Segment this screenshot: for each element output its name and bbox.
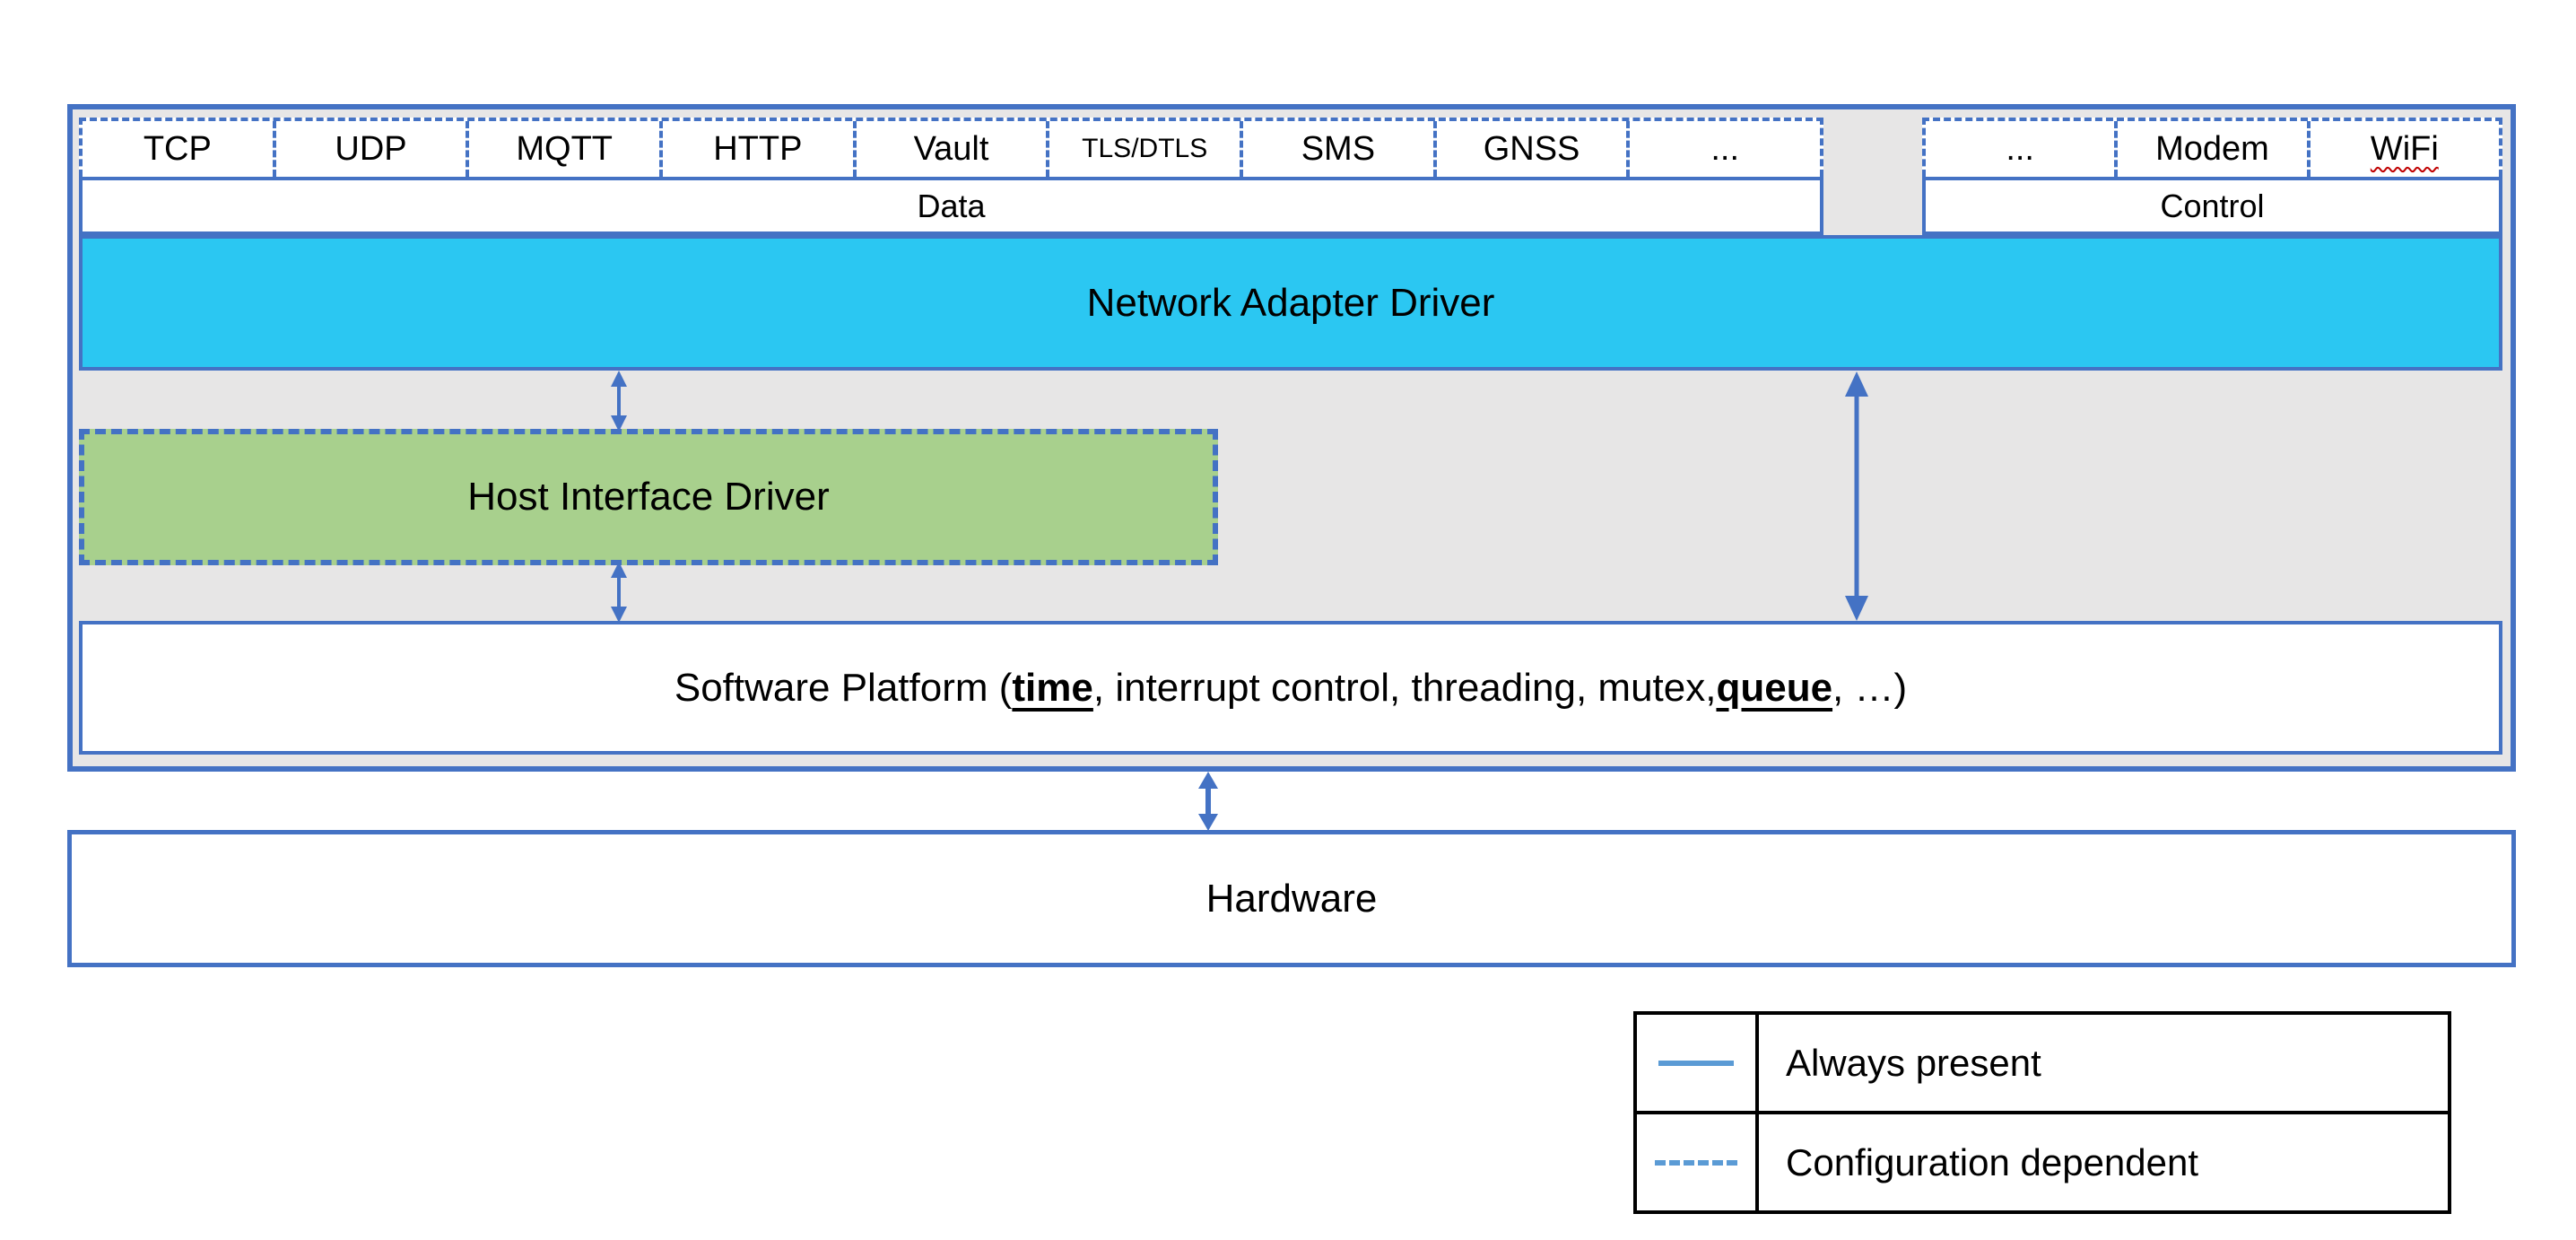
- software-platform-text: , …): [1832, 665, 1908, 710]
- protocol-box-etc: ...: [1626, 121, 1821, 177]
- protocol-box-udp: UDP: [272, 121, 466, 177]
- protocol-box-wifi: WiFi: [2306, 121, 2499, 177]
- protocol-label: ...: [2006, 129, 2034, 168]
- control-path-label: Control: [2160, 187, 2265, 224]
- software-platform-emphasis: time: [1012, 665, 1093, 710]
- protocol-label: HTTP: [713, 129, 803, 168]
- protocol-box-http: HTTP: [659, 121, 853, 177]
- network-adapter-driver-label: Network Adapter Driver: [1086, 280, 1495, 325]
- protocol-label: TCP: [143, 129, 212, 168]
- double-arrow-icon: [611, 371, 627, 432]
- control-protocols-row: ... Modem WiFi: [1922, 118, 2502, 177]
- legend-table: Always present Configuration dependent: [1633, 1011, 2451, 1214]
- protocol-box-vault: Vault: [852, 121, 1047, 177]
- double-arrow-icon: [1198, 772, 1218, 831]
- protocol-box-tcp: TCP: [83, 121, 273, 177]
- legend-label: Configuration dependent: [1786, 1140, 2199, 1183]
- legend-label: Always present: [1786, 1041, 2041, 1084]
- protocol-label: Modem: [2155, 129, 2269, 168]
- control-path-bar: Control: [1922, 177, 2502, 235]
- legend-key-cell: [1637, 1015, 1759, 1111]
- solid-line-icon: [1658, 1060, 1734, 1066]
- protocol-label: ...: [1710, 129, 1740, 168]
- network-adapter-driver-box: Network Adapter Driver: [79, 235, 2502, 371]
- software-platform-box: Software Platform (time, interrupt contr…: [79, 621, 2502, 755]
- protocol-label: UDP: [335, 129, 407, 168]
- software-platform-text: , interrupt control, threading, mutex,: [1092, 665, 1717, 710]
- software-platform-text: Software Platform (: [674, 665, 1013, 710]
- protocol-box-tls-dtls: TLS/DTLS: [1046, 121, 1240, 177]
- protocol-box-modem: Modem: [2114, 121, 2307, 177]
- protocol-label: WiFi: [2370, 129, 2439, 168]
- protocol-label: SMS: [1301, 129, 1376, 168]
- legend-row-configuration-dependent: Configuration dependent: [1637, 1111, 2448, 1210]
- host-interface-driver-label: Host Interface Driver: [467, 475, 830, 519]
- double-arrow-icon: [1845, 371, 1868, 621]
- protocol-label: MQTT: [516, 129, 613, 168]
- protocol-box-sms: SMS: [1240, 121, 1433, 177]
- hardware-label: Hardware: [1205, 876, 1378, 921]
- protocol-label: Vault: [913, 129, 989, 168]
- protocol-box-gnss: GNSS: [1432, 121, 1627, 177]
- data-path-bar: Data: [79, 177, 1823, 235]
- protocol-label: TLS/DTLS: [1082, 134, 1208, 163]
- dashed-line-icon: [1655, 1159, 1737, 1166]
- protocol-box-etc: ...: [1926, 121, 2115, 177]
- legend-key-cell: [1637, 1114, 1759, 1210]
- host-interface-driver-box: Host Interface Driver: [79, 429, 1218, 565]
- legend-row-always-present: Always present: [1637, 1015, 2448, 1111]
- protocol-label: GNSS: [1483, 129, 1580, 168]
- hardware-box: Hardware: [67, 830, 2516, 967]
- software-platform-emphasis: queue: [1716, 665, 1833, 710]
- data-protocols-row: TCP UDP MQTT HTTP Vault TLS/DTLS SMS GNSS...: [79, 118, 1823, 177]
- data-path-label: Data: [917, 187, 986, 224]
- double-arrow-icon: [611, 562, 627, 623]
- protocol-box-mqtt: MQTT: [466, 121, 660, 177]
